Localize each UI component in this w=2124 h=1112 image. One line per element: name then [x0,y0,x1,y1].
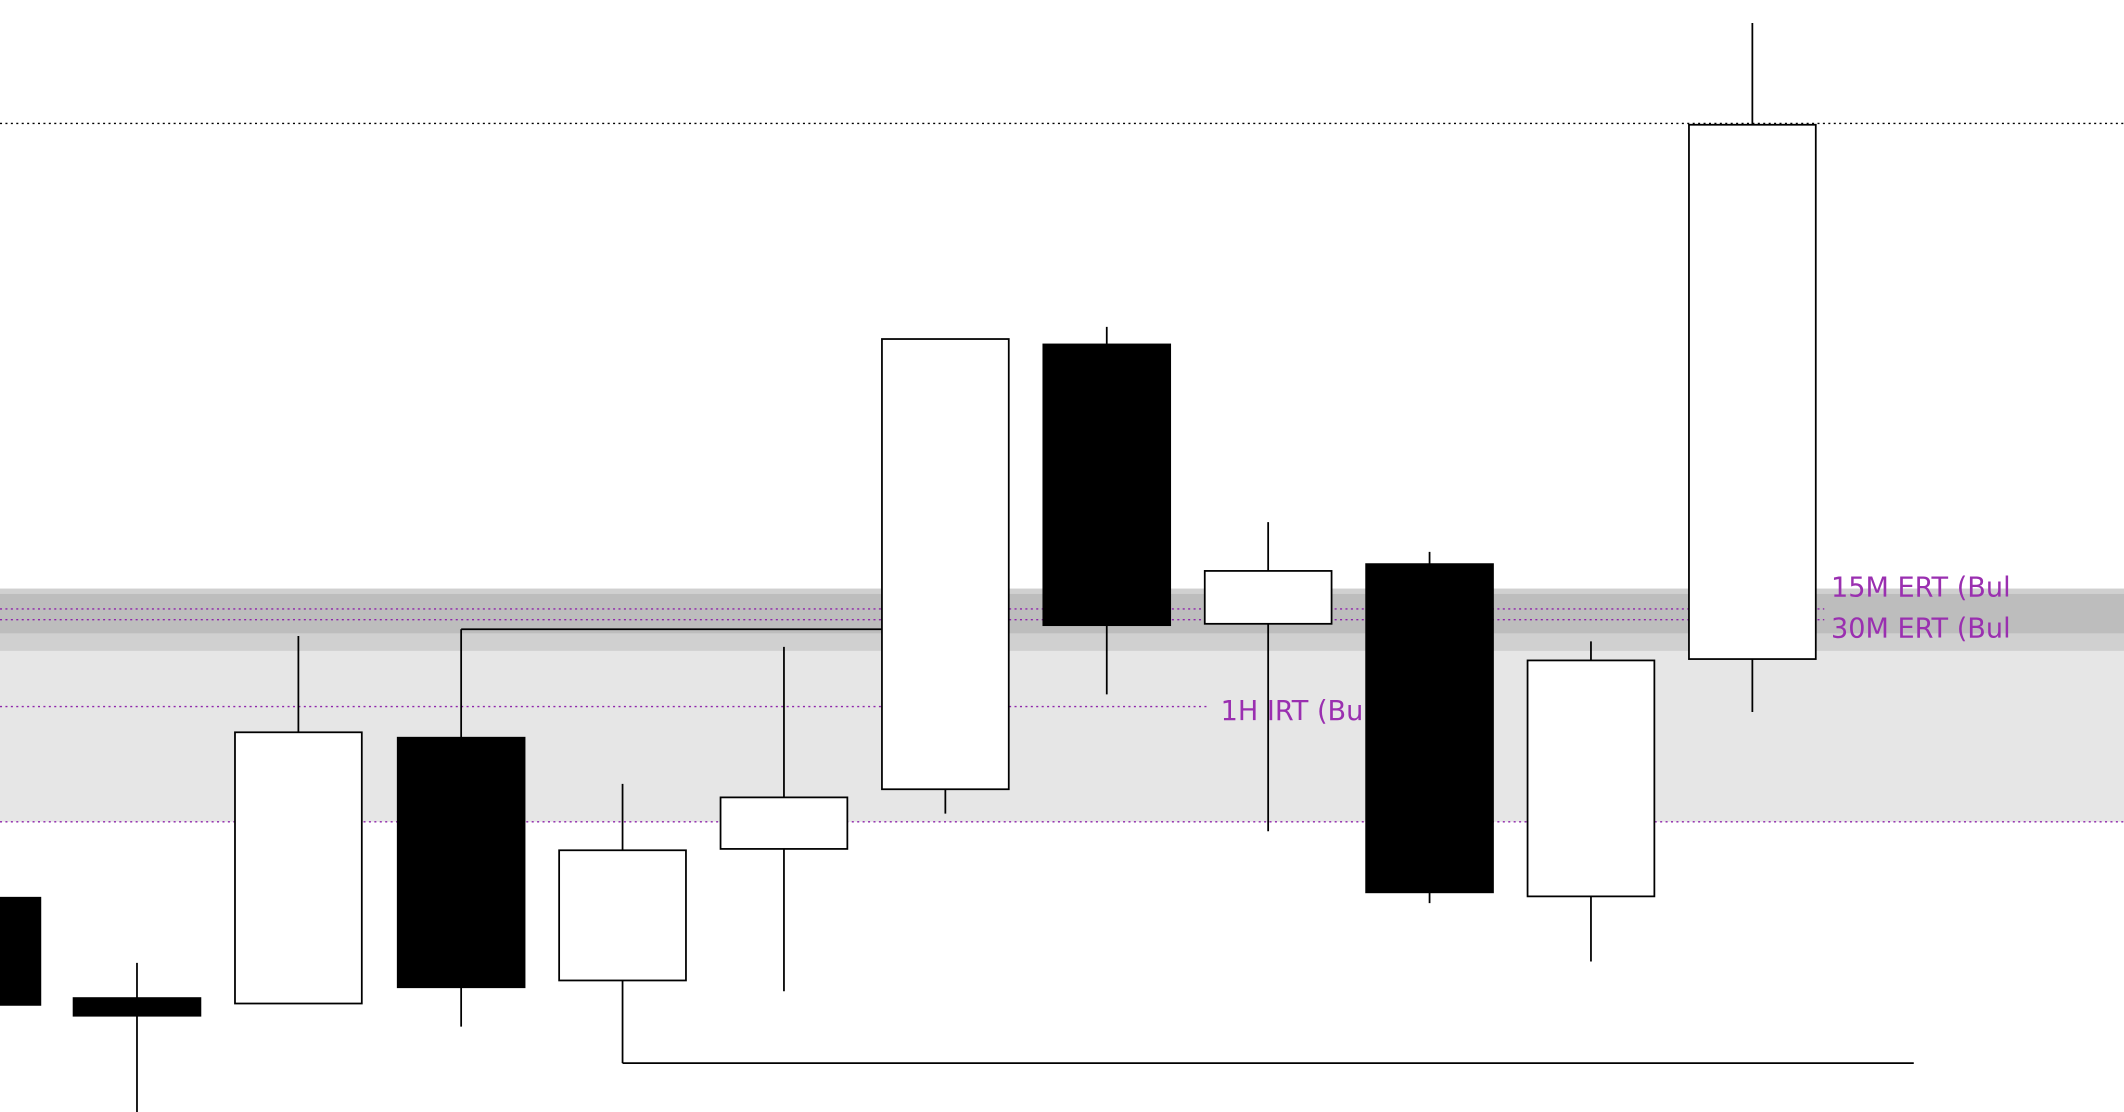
candle-body [1365,563,1494,894]
candle-body [558,849,687,982]
bullish-candle[interactable] [234,636,363,1005]
bearish-candle[interactable] [396,629,526,1027]
bearish-candle[interactable] [1042,326,1172,695]
bullish-candle[interactable] [719,646,849,992]
bullish-candle[interactable] [1526,641,1656,962]
candle-body [396,736,526,989]
level-label: 15M ERT (Bul [1831,573,2011,604]
level-label: 30M ERT (Bul [1831,613,2011,644]
candle-body [72,997,202,1017]
bullish-candle[interactable] [1203,522,1333,832]
level-labels: 15M ERT (Bul 30M ERT (Bul [1831,573,2011,645]
level-label: 1H IRT (Bul [1221,696,1371,727]
candle-body [881,338,1010,791]
candle-body [719,796,849,850]
bearish-candle[interactable] [0,896,42,1006]
candle-body [1203,570,1333,625]
candle-body [234,731,363,1005]
candle-body [1042,343,1172,627]
bullish-candle[interactable] [881,338,1010,814]
bearish-candle[interactable] [72,962,202,1112]
bullish-candle[interactable] [558,783,687,1064]
candle-body [1688,123,1817,660]
candle-body [1526,659,1656,898]
candle-body [0,896,42,1006]
candles [0,23,1817,1112]
bullish-candle[interactable] [1688,23,1817,712]
bearish-candle[interactable] [1365,551,1494,904]
